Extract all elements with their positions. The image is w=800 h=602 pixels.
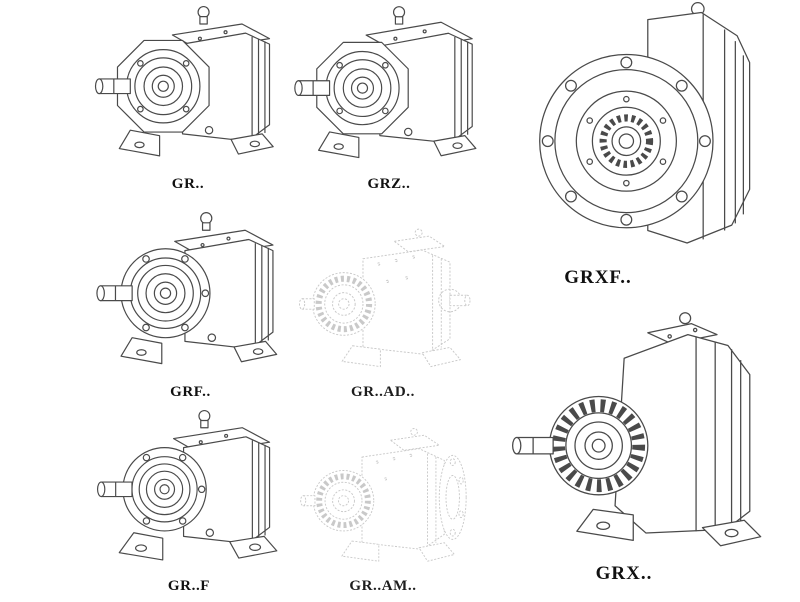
gearbox-drawing-gr-am bbox=[300, 428, 467, 562]
label-gr-am: GR..AM.. bbox=[349, 578, 417, 594]
catalog-cell-gr-f: GR..F bbox=[85, 406, 293, 602]
label-gr-ad: GR..AD.. bbox=[351, 384, 415, 400]
gearbox-drawing-gr-ad bbox=[299, 228, 471, 368]
gearbox-drawing-grxf bbox=[539, 2, 751, 244]
label-grxf: GRXF.. bbox=[564, 267, 632, 288]
gearbox-drawing-grx bbox=[511, 312, 762, 547]
gearbox-drawing-grf bbox=[96, 212, 278, 365]
catalog-cell-grf: GRF.. bbox=[88, 208, 293, 408]
gearbox-drawing-grz bbox=[294, 6, 477, 159]
label-grz: GRZ.. bbox=[367, 176, 411, 192]
catalog-cell-grx: GRX.. bbox=[498, 300, 794, 598]
catalog-cell-grxf: GRXF.. bbox=[498, 0, 794, 300]
gearbox-drawing-gr bbox=[94, 5, 274, 157]
gearbox-drawing-gr-f bbox=[96, 409, 278, 561]
catalog-cell-gr-am: GR..AM.. bbox=[283, 410, 483, 602]
label-gr: GR.. bbox=[171, 176, 205, 192]
catalog-cell-gr-ad: GR..AD.. bbox=[283, 210, 483, 408]
label-gr-f: GR..F bbox=[167, 578, 211, 594]
catalog-cell-grz: GRZ.. bbox=[293, 2, 485, 200]
label-grx: GRX.. bbox=[595, 563, 653, 584]
label-grf: GRF.. bbox=[170, 384, 211, 400]
catalog-cell-gr: GR.. bbox=[88, 2, 288, 200]
